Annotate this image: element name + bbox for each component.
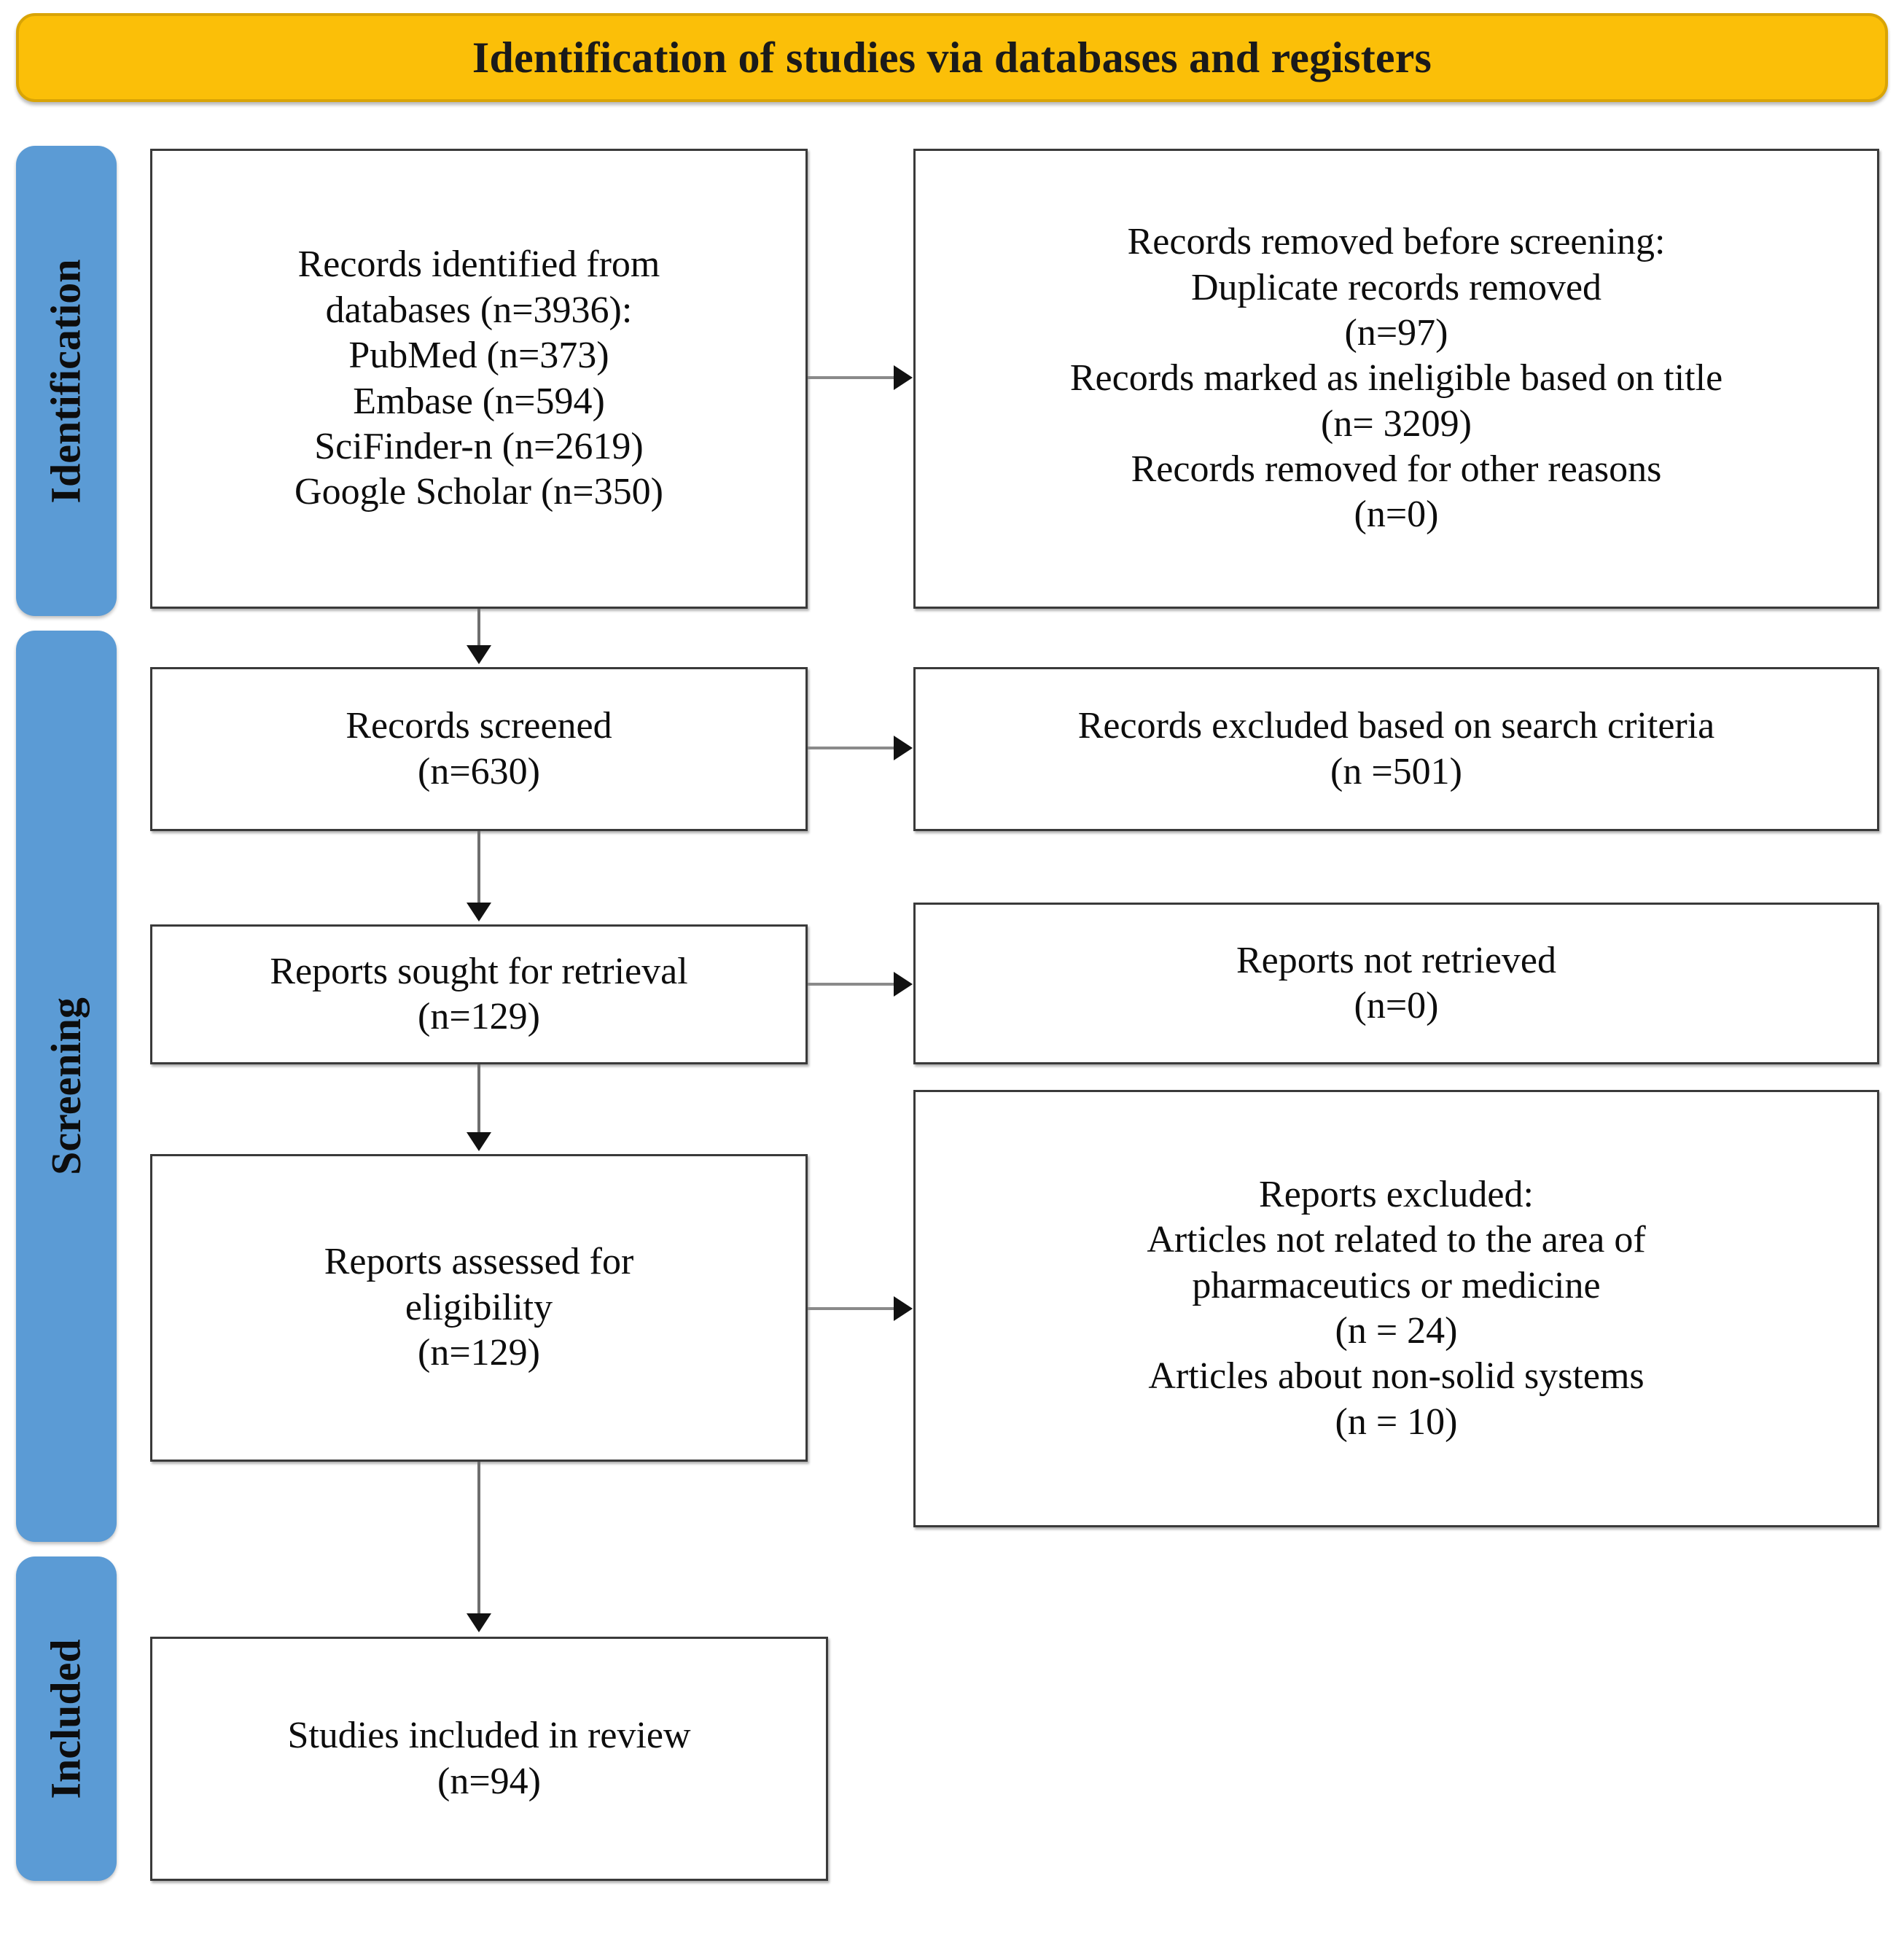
connector-identified-to-screened	[477, 609, 480, 650]
box-records-identified-text: Records identified from databases (n=393…	[294, 243, 663, 513]
box-reports-sought-for-retrieval: Reports sought for retrieval (n=129)	[150, 924, 808, 1064]
box-records-screened-text: Records screened (n=630)	[346, 705, 612, 792]
arrow-down-icon	[467, 1132, 491, 1151]
connector-screened-to-excluded	[808, 747, 897, 749]
box-reports-excluded: Reports excluded: Articles not related t…	[913, 1090, 1879, 1527]
box-reports-excluded-text: Reports excluded: Articles not related t…	[1147, 1173, 1646, 1443]
box-records-identified: Records identified from databases (n=393…	[150, 149, 808, 609]
page-title: Identification of studies via databases …	[472, 34, 1432, 82]
box-studies-included-in-review: Studies included in review (n=94)	[150, 1637, 828, 1881]
connector-assessed-to-reports-excluded	[808, 1307, 897, 1310]
connector-assessed-to-included	[477, 1462, 480, 1616]
arrow-down-icon	[467, 645, 491, 664]
arrow-down-icon	[467, 903, 491, 921]
connector-screened-to-sought	[477, 831, 480, 904]
stage-tab-screening-label: Screening	[42, 997, 90, 1175]
box-reports-sought-for-retrieval-text: Reports sought for retrieval (n=129)	[270, 950, 688, 1037]
box-reports-assessed-for-eligibility: Reports assessed for eligibility (n=129)	[150, 1154, 808, 1462]
arrow-right-icon	[894, 1296, 913, 1321]
box-records-screened: Records screened (n=630)	[150, 667, 808, 831]
arrow-down-icon	[467, 1613, 491, 1632]
box-reports-assessed-for-eligibility-text: Reports assessed for eligibility (n=129)	[324, 1241, 634, 1374]
stage-tab-included-label: Included	[42, 1638, 90, 1799]
arrow-right-icon	[894, 365, 913, 390]
arrow-right-icon	[894, 736, 913, 760]
box-reports-not-retrieved: Reports not retrieved (n=0)	[913, 903, 1879, 1064]
stage-tab-identification-label: Identification	[42, 258, 90, 504]
diagram-header-banner: Identification of studies via databases …	[16, 13, 1888, 102]
box-records-excluded-search-criteria: Records excluded based on search criteri…	[913, 667, 1879, 831]
connector-identified-to-removed	[808, 376, 897, 379]
box-records-excluded-search-criteria-text: Records excluded based on search criteri…	[1077, 705, 1715, 792]
stage-tab-identification: Identification	[16, 146, 117, 616]
stage-tab-screening: Screening	[16, 631, 117, 1542]
connector-sought-to-not-retrieved	[808, 983, 897, 986]
box-records-removed-before-screening-text: Records removed before screening: Duplic…	[1069, 221, 1723, 536]
stage-tab-included: Included	[16, 1556, 117, 1881]
connector-sought-to-assessed	[477, 1064, 480, 1136]
box-records-removed-before-screening: Records removed before screening: Duplic…	[913, 149, 1879, 609]
box-studies-included-in-review-text: Studies included in review (n=94)	[287, 1715, 691, 1802]
box-reports-not-retrieved-text: Reports not retrieved (n=0)	[1236, 939, 1556, 1026]
arrow-right-icon	[894, 972, 913, 997]
